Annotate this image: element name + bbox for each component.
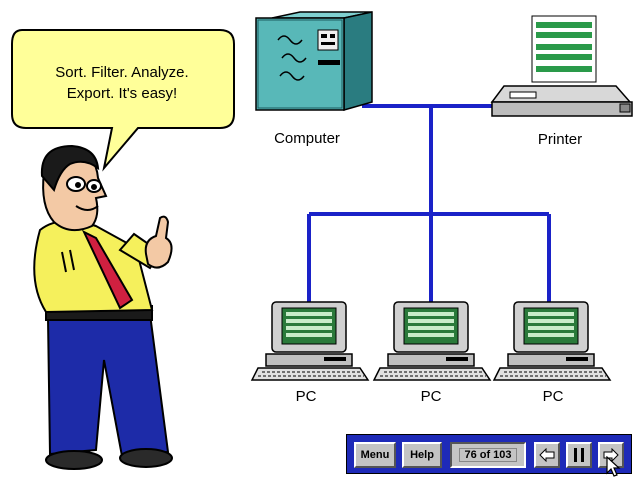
pc-3-icon [493, 301, 611, 381]
pause-button[interactable] [566, 442, 592, 468]
cartoon-man-illustration [33, 144, 173, 470]
back-button[interactable] [534, 442, 560, 468]
help-button[interactable]: Help [402, 442, 442, 468]
pc-1-label: PC [295, 388, 317, 405]
left-arrow-icon [539, 448, 555, 462]
navigation-bar: Menu Help 76 of 103 [346, 434, 632, 474]
pc-2-label: PC [420, 388, 442, 405]
speech-bubble-text: Sort. Filter. Analyze. Export. It's easy… [22, 62, 222, 104]
network-cables [307, 104, 551, 306]
pc-2-icon [373, 301, 491, 381]
pc-3-label: PC [542, 388, 564, 405]
menu-button[interactable]: Menu [354, 442, 396, 468]
printer-icon [490, 15, 633, 117]
speech-line-2: Export. It's easy! [66, 85, 178, 102]
mouse-cursor-icon [606, 456, 621, 477]
speech-bubble [11, 29, 235, 172]
pc-1-icon [251, 301, 369, 381]
computer-label: Computer [274, 130, 340, 147]
speech-line-1: Sort. Filter. Analyze. [55, 64, 189, 81]
pause-icon [574, 448, 584, 462]
page-counter: 76 of 103 [450, 442, 526, 468]
page-counter-text: 76 of 103 [459, 448, 517, 462]
printer-label: Printer [537, 131, 583, 148]
computer-tower-icon [255, 11, 373, 111]
